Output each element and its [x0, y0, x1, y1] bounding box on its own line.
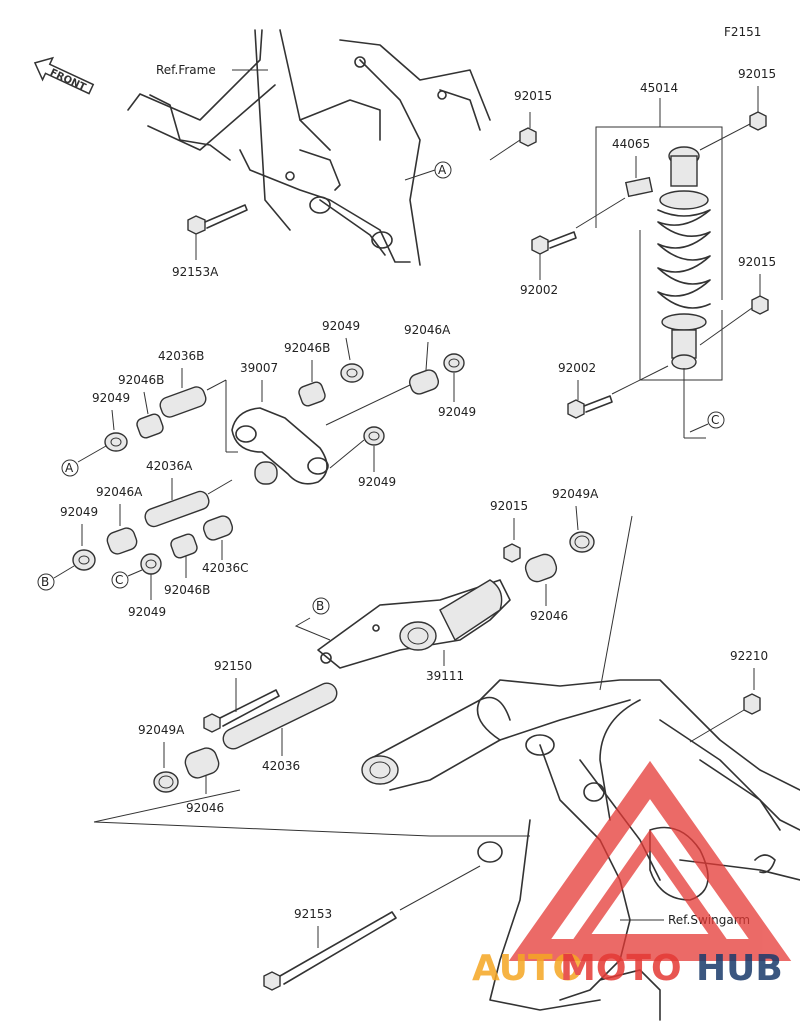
- callout-c-right: C: [711, 413, 719, 427]
- figure-code: F2151: [724, 25, 761, 39]
- automotohub-watermark-logo: [508, 760, 792, 961]
- bolt-92153a: [187, 204, 248, 235]
- part-92015-link: 92015: [490, 499, 528, 513]
- part-92002-mid: 92002: [558, 361, 596, 375]
- part-92049-c: 92049: [128, 605, 166, 619]
- part-92049-b: 92049: [60, 505, 98, 519]
- callout-b-mid: B: [316, 599, 324, 613]
- part-92049a-top: 92049A: [552, 487, 599, 501]
- watermark-auto: AUTO: [472, 948, 583, 989]
- swingarm-drawing: [361, 679, 800, 1021]
- callout-b-left: B: [41, 575, 49, 589]
- shock-absorber-45014: [657, 146, 711, 370]
- part-92015-top: 92015: [514, 89, 552, 103]
- part-92046b-bottom: 92046B: [164, 583, 210, 597]
- part-92049-center: 92049: [358, 475, 396, 489]
- part-92015-right: 92015: [738, 67, 776, 81]
- part-92046-bottom: 92046: [186, 801, 224, 815]
- automotohub-watermark-text: AUTO MOTO HUB: [472, 948, 783, 989]
- frame-drawing: [127, 29, 491, 266]
- part-42036a: 42036A: [146, 459, 193, 473]
- watermark-moto: MOTO: [560, 948, 682, 989]
- part-45014: 45014: [640, 81, 678, 95]
- part-39111: 39111: [426, 669, 464, 683]
- part-92015-mid: 92015: [738, 255, 776, 269]
- front-label: FRONT: [48, 67, 87, 93]
- part-92049-a: 92049: [322, 319, 360, 333]
- part-92046b-left: 92046B: [118, 373, 164, 387]
- part-92150: 92150: [214, 659, 252, 673]
- part-44065: 44065: [612, 137, 650, 151]
- part-42036b: 42036B: [158, 349, 204, 363]
- watermark-hub: HUB: [696, 948, 783, 989]
- part-92049-right: 92049: [438, 405, 476, 419]
- callout-a-left: A: [65, 461, 74, 475]
- part-92049-left: 92049: [92, 391, 130, 405]
- rocker-arm-39111: [317, 579, 511, 669]
- part-42036: 42036: [262, 759, 300, 773]
- part-92002-top: 92002: [520, 283, 558, 297]
- part-42036c: 42036C: [202, 561, 249, 575]
- callout-c-left: C: [115, 573, 123, 587]
- part-92046a-left: 92046A: [96, 485, 143, 499]
- front-arrow-icon: FRONT: [33, 56, 95, 95]
- part-92049a-bottom: 92049A: [138, 723, 185, 737]
- part-92153: 92153: [294, 907, 332, 921]
- part-92153a: 92153A: [172, 265, 219, 279]
- part-39007: 39007: [240, 361, 278, 375]
- callout-a-top: A: [438, 163, 447, 177]
- part-92046-link: 92046: [530, 609, 568, 623]
- part-92046a-top: 92046A: [404, 323, 451, 337]
- tie-rod-39007: [231, 407, 329, 485]
- ref-frame-label: Ref.Frame: [156, 63, 216, 77]
- part-92046b-mid: 92046B: [284, 341, 330, 355]
- part-92210: 92210: [730, 649, 768, 663]
